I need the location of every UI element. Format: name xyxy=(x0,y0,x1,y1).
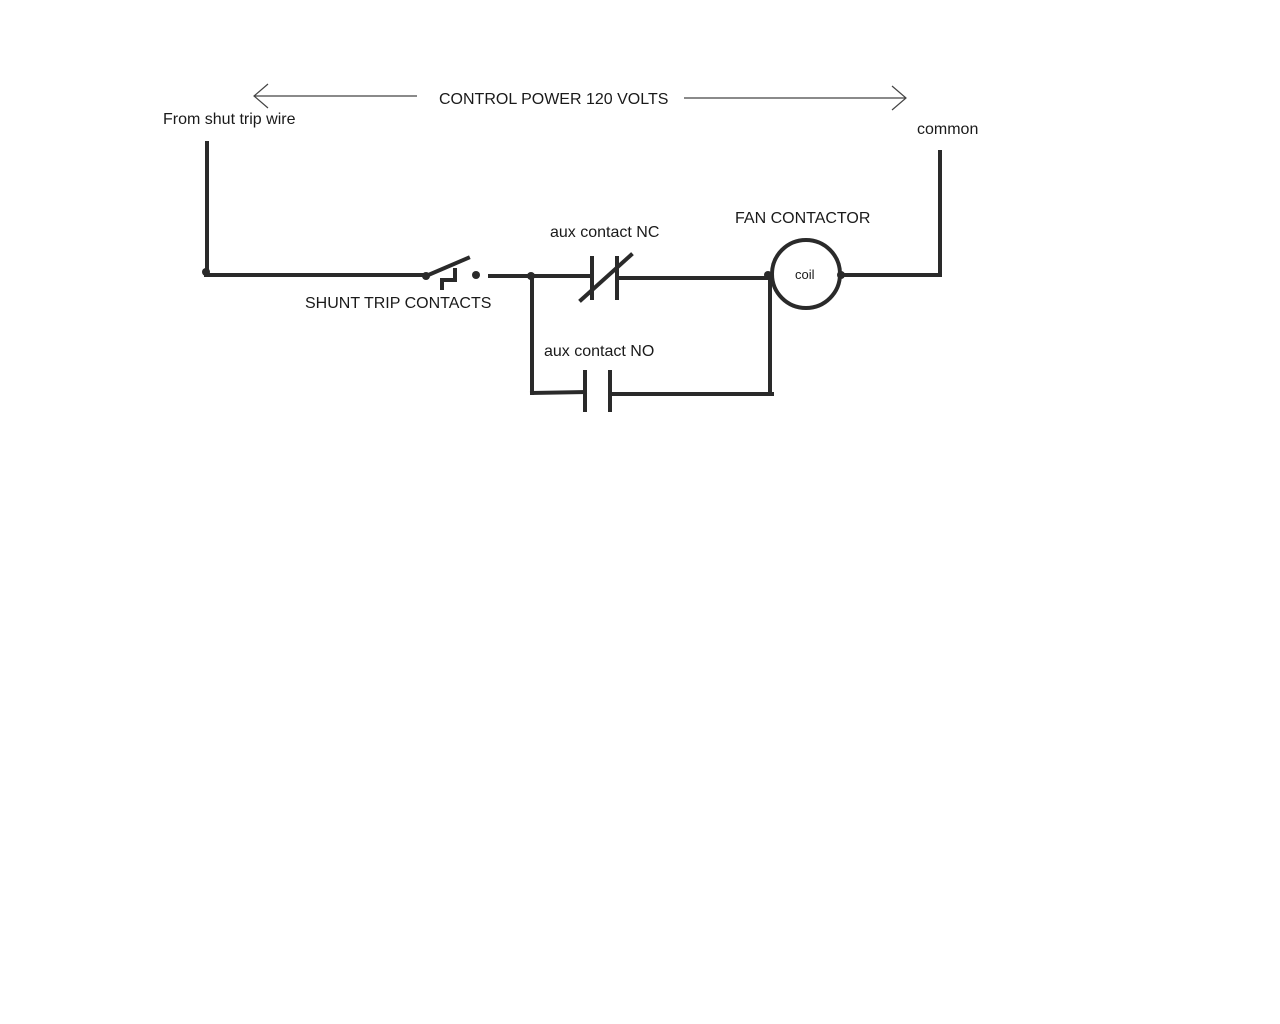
aux-no-label: aux contact NO xyxy=(544,343,654,360)
coil-label: coil xyxy=(795,267,815,282)
control-power-label: CONTROL POWER 120 VOLTS xyxy=(439,91,668,108)
shunt-trip-label: SHUNT TRIP CONTACTS xyxy=(305,295,491,312)
from-wire-label: From shut trip wire xyxy=(163,111,296,128)
fan-contactor-label: FAN CONTACTOR xyxy=(735,210,870,227)
shunt-trip-contacts xyxy=(422,255,480,290)
common-label: common xyxy=(917,121,978,138)
aux-nc-label: aux contact NC xyxy=(550,224,659,241)
control-power-arrow xyxy=(253,83,907,111)
coil-left-dot xyxy=(764,271,772,279)
aux-contact-no xyxy=(583,370,612,412)
wire-to-no xyxy=(529,389,588,396)
